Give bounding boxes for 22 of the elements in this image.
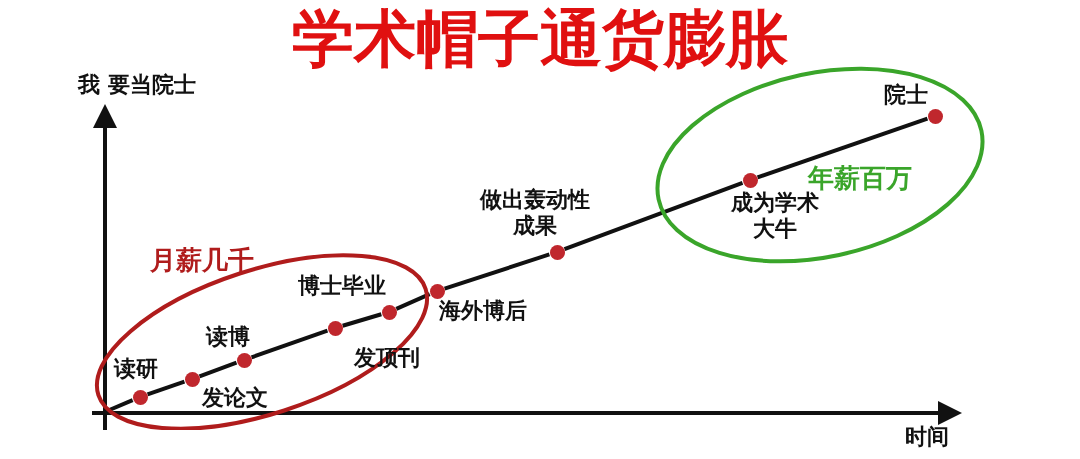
line-segment — [563, 180, 744, 252]
line-segment — [198, 360, 238, 379]
point-label: 读研 — [112, 356, 159, 382]
line-segment — [250, 328, 329, 360]
point-label: 发论文 — [201, 385, 269, 411]
point-label: 做出轰动性成果 — [478, 187, 591, 239]
line-segment — [756, 116, 929, 180]
line-segment — [444, 252, 550, 291]
line-segment — [106, 398, 134, 413]
line-segment — [395, 292, 431, 311]
line-segment — [342, 312, 382, 328]
point-label: 博士毕业 — [297, 273, 387, 299]
point-label: 院士 — [883, 82, 929, 108]
point-label: 成为学术大牛 — [730, 190, 819, 242]
point-label: 海外博后 — [438, 298, 528, 324]
axis-label: 我 要当院士 — [78, 72, 197, 98]
point-label: 读博 — [204, 324, 251, 350]
line-segment — [146, 379, 186, 397]
group-heading: 年薪百万 — [808, 165, 913, 191]
group-heading: 月薪几千 — [150, 247, 255, 273]
diagram-title: 学术帽子通货膨胀 — [291, 1, 789, 77]
axis-label: 时间 — [905, 424, 950, 450]
